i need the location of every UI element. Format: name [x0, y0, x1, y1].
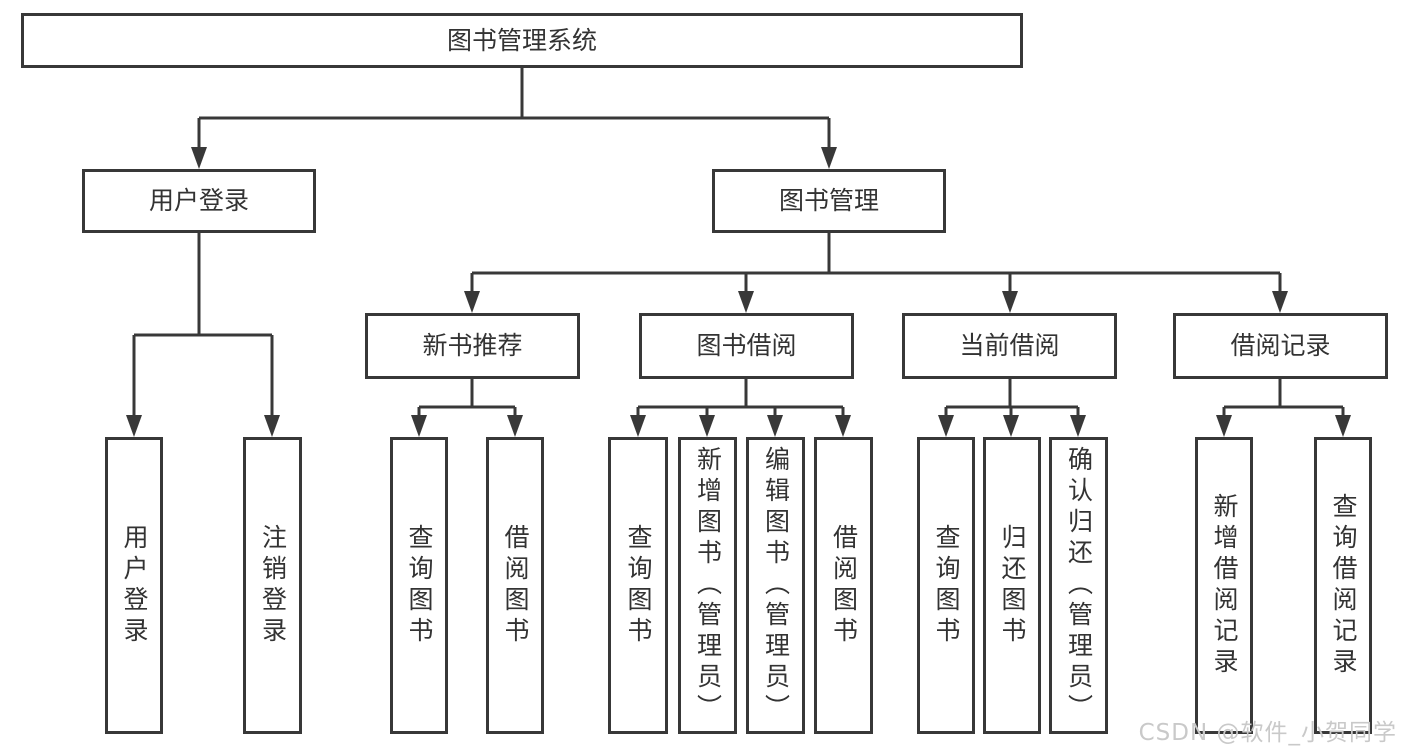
leaf-borrow-edit-book-admin-label: 编辑图书（管理员） — [761, 446, 791, 725]
leaf-recommend-borrow-book-label: 借阅图书 — [501, 523, 530, 648]
connector-current-borrow — [944, 379, 1080, 420]
node-book-borrow-label: 图书借阅 — [696, 331, 797, 360]
node-root: 图书管理系统 — [21, 13, 1023, 68]
leaf-records-query-record-label: 查询借阅记录 — [1329, 492, 1358, 679]
leaf-records-add-record-label: 新增借阅记录 — [1210, 492, 1239, 679]
connector-book-borrow — [636, 379, 845, 420]
leaf-records-query-record: 查询借阅记录 — [1314, 437, 1372, 734]
leaf-current-confirm-return-admin: 确认归还（管理员） — [1049, 437, 1108, 734]
leaf-user-login: 用户登录 — [105, 437, 163, 734]
leaf-borrow-edit-book-admin: 编辑图书（管理员） — [746, 437, 805, 734]
leaf-borrow-borrow-book: 借阅图书 — [814, 437, 873, 734]
node-borrow-records-label: 借阅记录 — [1230, 331, 1331, 360]
node-borrow-records: 借阅记录 — [1173, 313, 1388, 379]
node-new-book-recommend: 新书推荐 — [365, 313, 580, 379]
node-current-borrow: 当前借阅 — [902, 313, 1117, 379]
leaf-user-login-label: 用户登录 — [120, 523, 149, 648]
leaf-current-return-book-label: 归还图书 — [998, 523, 1027, 648]
leaf-borrow-query-book-label: 查询图书 — [624, 523, 653, 648]
connector-borrow-records — [1222, 379, 1345, 420]
leaf-borrow-query-book: 查询图书 — [608, 437, 668, 734]
leaf-current-query-book: 查询图书 — [917, 437, 975, 734]
leaf-current-return-book: 归还图书 — [983, 437, 1041, 734]
leaf-borrow-add-book-admin: 新增图书（管理员） — [678, 437, 737, 734]
leaf-recommend-borrow-book: 借阅图书 — [486, 437, 544, 734]
connector-user-login-branch — [132, 233, 274, 420]
leaf-logout-login-label: 注销登录 — [258, 523, 288, 648]
node-book-mgmt-branch-label: 图书管理 — [778, 186, 879, 215]
leaf-borrow-add-book-admin-label: 新增图书（管理员） — [693, 446, 723, 725]
node-current-borrow-label: 当前借阅 — [959, 331, 1060, 360]
arrowheads — [126, 147, 1351, 437]
connector-root-to-level2 — [197, 68, 831, 152]
leaf-current-query-book-label: 查询图书 — [932, 523, 961, 648]
node-new-book-recommend-label: 新书推荐 — [422, 331, 523, 360]
node-root-label: 图书管理系统 — [446, 25, 597, 55]
leaf-logout-login: 注销登录 — [243, 437, 302, 734]
node-user-login-branch: 用户登录 — [82, 169, 316, 233]
leaf-records-add-record: 新增借阅记录 — [1195, 437, 1253, 734]
leaf-borrow-borrow-book-label: 借阅图书 — [829, 523, 859, 648]
node-user-login-branch-label: 用户登录 — [148, 186, 249, 215]
leaf-recommend-query-book-label: 查询图书 — [405, 523, 434, 648]
connector-book-mgmt-branch — [470, 233, 1282, 296]
node-book-borrow: 图书借阅 — [639, 313, 854, 379]
leaf-recommend-query-book: 查询图书 — [390, 437, 448, 734]
leaf-current-confirm-return-admin-label: 确认归还（管理员） — [1064, 446, 1094, 725]
connector-new-book-recommend — [417, 379, 517, 420]
node-book-mgmt-branch: 图书管理 — [712, 169, 946, 233]
